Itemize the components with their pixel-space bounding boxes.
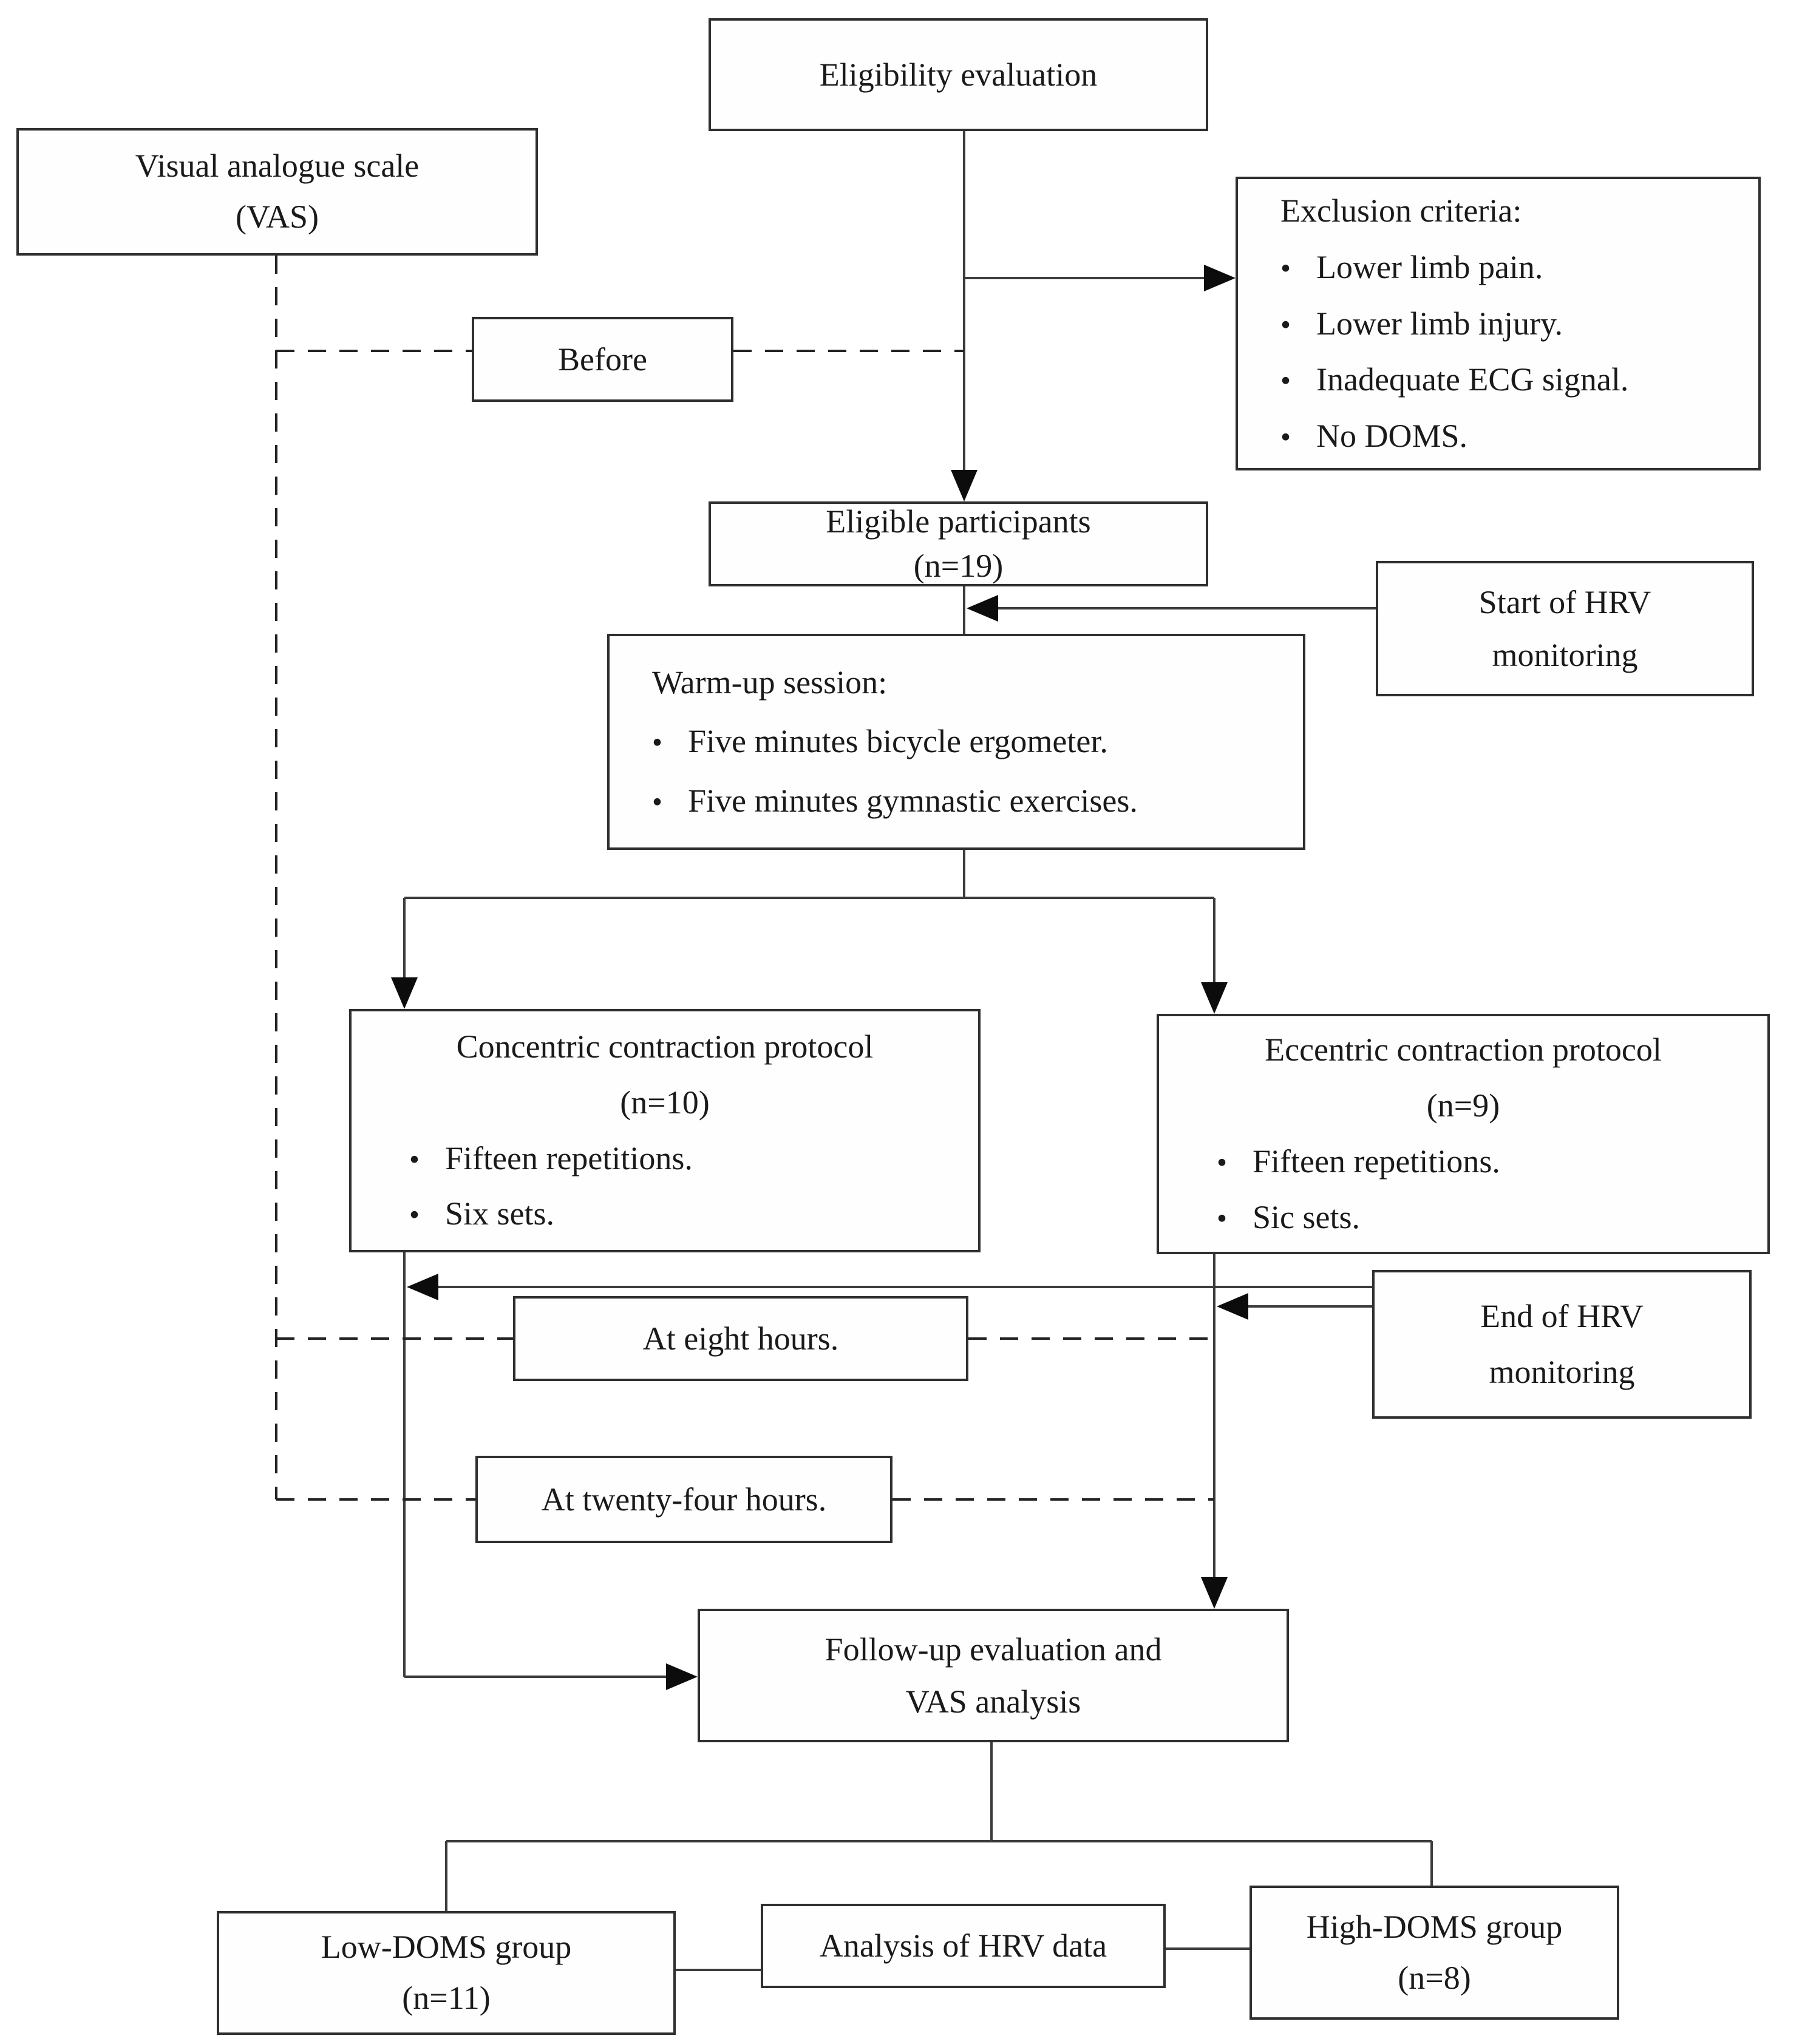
connector-analysis-highdoms (1166, 1947, 1250, 1950)
node-low-doms-group: Low-DOMS group (n=11) (217, 1911, 676, 2035)
list-item-label: Five minutes bicycle ergometer. (688, 723, 1108, 760)
list-item: Sic sets. (1217, 1190, 1767, 1246)
list-item: Five minutes bicycle ergometer. (652, 712, 1108, 771)
list-item: Five minutes gymnastic exercises. (652, 772, 1138, 830)
connector-followup-down (990, 1742, 993, 1841)
connector-to-exclusion (964, 277, 1205, 279)
list-item: Lower limb pain. (1280, 239, 1543, 296)
node-label: Eccentric contraction protocol (1265, 1031, 1662, 1068)
node-label: At eight hours. (642, 1320, 839, 1357)
node-label: monitoring (1492, 636, 1638, 673)
connector-distribution (446, 1840, 1432, 1842)
node-label: VAS analysis (905, 1683, 1081, 1720)
list-item-label: No DOMS. (1316, 418, 1468, 455)
node-before: Before (472, 317, 733, 402)
dashed-before-left (276, 350, 472, 352)
node-label: Analysis of HRV data (819, 1927, 1107, 1964)
node-eligible-participants: Eligible participants (n=19) (709, 501, 1208, 586)
list-item-label: Lower limb pain. (1316, 248, 1543, 285)
node-label: Exclusion criteria: (1280, 192, 1522, 229)
node-label: High-DOMS group (1306, 1908, 1563, 1945)
list: Fifteen repetitions. Six sets. (352, 1131, 978, 1243)
node-high-doms-group: High-DOMS group (n=8) (1250, 1886, 1619, 2020)
dashed-vas-vertical (275, 256, 277, 1499)
node-eccentric-protocol: Eccentric contraction protocol (n=9) Fif… (1157, 1014, 1770, 1254)
list-item: Inadequate ECG signal. (1280, 351, 1628, 408)
node-label: Before (558, 341, 647, 378)
arrowhead-right-icon (1204, 265, 1236, 291)
node-warmup-session: Warm-up session: Five minutes bicycle er… (607, 634, 1305, 850)
node-label: (VAS) (235, 199, 319, 235)
node-label: At twenty-four hours. (541, 1481, 827, 1518)
list-item-label: Fifteen repetitions. (445, 1139, 693, 1176)
node-eligibility-evaluation: Eligibility evaluation (709, 18, 1208, 131)
dashed-before-right (733, 350, 964, 352)
node-followup-evaluation: Follow-up evaluation and VAS analysis (698, 1609, 1289, 1742)
connector-eligibility-to-eligible (963, 131, 965, 493)
node-exclusion-criteria: Exclusion criteria: Lower limb pain. Low… (1236, 177, 1761, 470)
connector-split-to-eccentric (1213, 898, 1216, 983)
node-end-hrv-monitoring: End of HRV monitoring (1372, 1270, 1752, 1419)
connector-split-horizontal (404, 897, 1214, 899)
arrowhead-left-icon (967, 595, 998, 622)
connector-concentric-down (403, 1252, 406, 1677)
list-item: Fifteen repetitions. (409, 1131, 978, 1187)
node-at-twentyfour-hours: At twenty-four hours. (475, 1456, 892, 1543)
node-label: Follow-up evaluation and (824, 1631, 1162, 1668)
connector-eligible-to-warmup (963, 586, 965, 634)
list-item-label: Inadequate ECG signal. (1316, 361, 1629, 398)
node-label: End of HRV (1480, 1297, 1644, 1334)
node-label: (n=11) (402, 1980, 491, 2016)
list-item: Fifteen repetitions. (1217, 1134, 1767, 1190)
connector-start-hrv (993, 607, 1376, 609)
connector-lowdoms-analysis (676, 1969, 761, 1971)
connector-to-high-doms (1430, 1841, 1433, 1886)
connector-warmup-to-split (963, 850, 965, 898)
dashed-eight-left (276, 1337, 513, 1340)
node-label: (n=19) (913, 548, 1004, 584)
node-label: (n=8) (1398, 1959, 1471, 1996)
connector-to-followup-left (404, 1676, 667, 1678)
connector-eccentric-down (1213, 1254, 1216, 1578)
list-item-label: Lower limb injury. (1316, 305, 1563, 342)
connector-split-to-concentric (403, 898, 406, 979)
node-label: Warm-up session: (652, 664, 888, 701)
node-analysis-hrv-data: Analysis of HRV data (761, 1904, 1166, 1988)
node-label: Concentric contraction protocol (456, 1028, 874, 1065)
list-item: Lower limb injury. (1280, 296, 1563, 352)
list-item-label: Five minutes gymnastic exercises. (688, 782, 1138, 819)
node-label: monitoring (1489, 1353, 1635, 1390)
node-label: Eligible participants (826, 503, 1091, 540)
list-item-label: Sic sets. (1253, 1198, 1361, 1235)
dashed-eight-right (968, 1337, 1214, 1340)
connector-to-low-doms (445, 1841, 447, 1911)
list-item-label: Six sets. (445, 1195, 555, 1232)
list-item-label: Fifteen repetitions. (1253, 1143, 1500, 1180)
list-item: No DOMS. (1280, 408, 1467, 464)
node-label: (n=10) (620, 1084, 710, 1121)
connector-end-hrv-upper (437, 1286, 1372, 1288)
arrowhead-left-icon (1217, 1293, 1248, 1320)
dashed-twentyfour-right (892, 1498, 1214, 1501)
list: Fifteen repetitions. Sic sets. (1159, 1134, 1767, 1246)
node-at-eight-hours: At eight hours. (513, 1296, 968, 1381)
arrowhead-down-icon (951, 470, 977, 501)
node-concentric-protocol: Concentric contraction protocol (n=10) F… (349, 1009, 981, 1252)
arrowhead-down-icon (1201, 1577, 1228, 1609)
arrowhead-right-icon (666, 1663, 698, 1690)
node-label: (n=9) (1426, 1087, 1500, 1124)
node-label: Low-DOMS group (321, 1929, 572, 1966)
node-label: Start of HRV (1478, 584, 1651, 621)
node-start-hrv-monitoring: Start of HRV monitoring (1376, 561, 1754, 696)
dashed-twentyfour-left (276, 1498, 475, 1501)
list-item: Six sets. (409, 1186, 978, 1242)
arrowhead-left-icon (407, 1274, 438, 1300)
node-label: Visual analogue scale (135, 148, 420, 185)
connector-end-hrv-lower (1247, 1305, 1372, 1308)
arrowhead-down-icon (391, 977, 418, 1009)
arrowhead-down-icon (1201, 982, 1228, 1014)
node-label: Eligibility evaluation (819, 56, 1098, 93)
node-visual-analogue-scale: Visual analogue scale (VAS) (16, 128, 538, 256)
